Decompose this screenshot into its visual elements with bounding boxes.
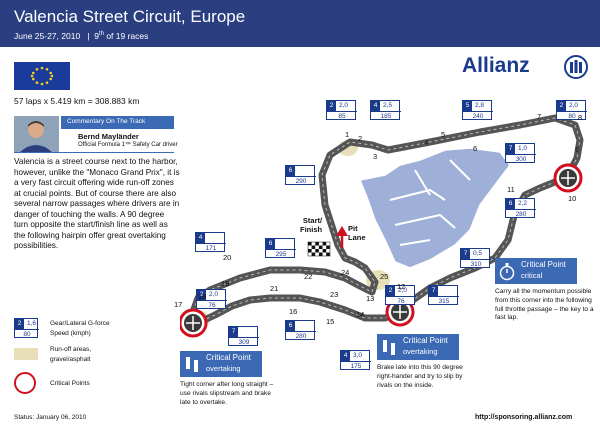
corner-number: 1 [345, 130, 350, 139]
commentator-name: Bernd Mayländer [78, 132, 139, 141]
corner-number: 9 [575, 145, 580, 154]
corner-number: 13 [366, 294, 375, 303]
race-dates: June 25-27, 2010 | 9th of 19 races [14, 31, 149, 41]
header-bar: Valencia Street Circuit, Europe June 25-… [0, 0, 600, 47]
corner-number: 16 [289, 307, 298, 316]
legend-speed: 80 [15, 329, 39, 339]
overtaking-icon [186, 357, 198, 372]
critical-point-text: Carry all the momentum possible from thi… [495, 288, 594, 322]
critical-point-marker [180, 308, 208, 338]
corner-number: 2 [358, 134, 363, 143]
legend-gforce: 1,6 [27, 320, 37, 327]
corner-number: 19 [221, 279, 230, 288]
critical-point-subtitle: overtaking [403, 347, 438, 356]
critical-point-box: Critical Point overtaking [377, 334, 459, 360]
allianz-eagle-icon [564, 55, 588, 79]
legend-gear: 2 [15, 319, 24, 329]
corner-number: 8 [578, 113, 583, 122]
allianz-logo-text: Allianz [462, 54, 530, 77]
critical-point-text: Brake late into this 90 degree right-han… [377, 364, 463, 389]
legend-runoff-label-2: gravel/asphalt [50, 356, 91, 363]
lap-info: 57 laps x 5.419 km = 308.883 km [14, 96, 140, 106]
corner-number: 21 [270, 284, 279, 293]
legend-critical-swatch [14, 372, 36, 394]
checkered-flag-icon [307, 241, 331, 257]
corner-number: 18 [198, 292, 207, 301]
critical-point-title: Critical Point [206, 353, 251, 362]
allianz-logo: Allianz [452, 47, 600, 87]
corner-number: 7 [537, 112, 542, 121]
corner-number: 24 [341, 268, 350, 277]
critical-point-text: Tight corner after long straight – use r… [180, 381, 274, 406]
critical-point-subtitle: critical [521, 271, 543, 280]
legend-critical-label: Critical Points [50, 380, 90, 387]
track-map [180, 114, 584, 338]
corner-number: 15 [326, 317, 335, 326]
commentator-photo [14, 116, 59, 152]
corner-number: 11 [507, 185, 515, 194]
race-number-suffix: th [98, 31, 104, 38]
critical-point-box: Critical Point critical [495, 258, 577, 284]
corner-number: 10 [568, 194, 577, 203]
corner-number: 4 [424, 138, 429, 147]
commentary-heading: Commentary On The Track [61, 116, 174, 129]
legend-runoff-swatch [14, 348, 38, 360]
sponsor-url: http://sponsoring.allianz.com [475, 414, 573, 421]
harbor-water [358, 147, 511, 269]
eu-flag-icon [14, 62, 70, 90]
critical-point-box: Critical Point overtaking [180, 351, 262, 377]
corner-number: 20 [223, 253, 232, 262]
corner-number: 3 [373, 152, 378, 161]
legend-runoff-label: Run-off areas, [50, 346, 92, 353]
corner-number: 5 [441, 130, 446, 139]
corner-number: 6 [473, 144, 478, 153]
corner-number: 25 [380, 272, 389, 281]
critical-point-marker [553, 163, 583, 193]
stopwatch-icon [499, 263, 515, 281]
corner-number: 22 [304, 272, 313, 281]
race-date-range: June 25-27, 2010 [14, 31, 81, 41]
corner-number: 17 [174, 300, 183, 309]
start-finish-label: Start/ Finish [300, 216, 323, 234]
corner-number: 14 [356, 310, 365, 319]
critical-point-title: Critical Point [521, 260, 566, 269]
page-title: Valencia Street Circuit, Europe [14, 7, 246, 26]
status-date: Status: January 06, 2010 [14, 414, 87, 421]
legend-speed-box: 2 1,6 80 [14, 318, 39, 339]
race-total: of 19 races [103, 31, 149, 41]
legend-speed-label: Speed (kmph) [50, 330, 91, 337]
legend-gear-label: Gear/Lateral G-force [50, 320, 110, 327]
race-number: 9 [94, 31, 99, 41]
critical-point-title: Critical Point [403, 336, 448, 345]
pit-lane-label: Pit Lane [348, 224, 366, 242]
divider [14, 152, 174, 153]
circuit-description: Valencia is a street course next to the … [14, 157, 180, 250]
critical-point-subtitle: overtaking [206, 364, 241, 373]
corner-number: 12 [397, 282, 406, 291]
corner-number: 23 [330, 290, 339, 299]
commentator-role: Official Formula 1™ Safety Car driver [78, 142, 178, 148]
overtaking-icon [383, 340, 395, 355]
